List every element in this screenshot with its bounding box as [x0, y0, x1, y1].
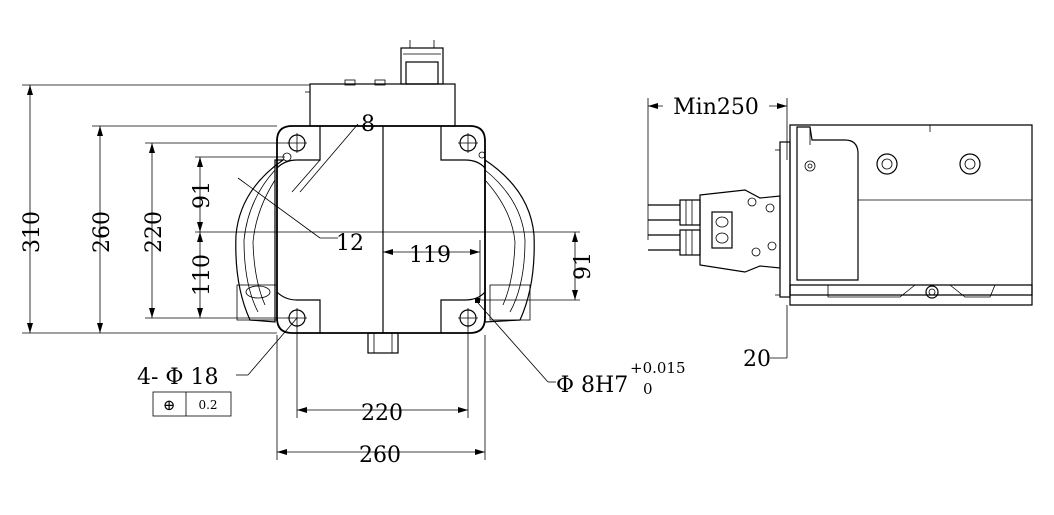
leaders: [236, 123, 556, 383]
front-dimension-labels: 310 260 220 91 110 8 12 119 91 220 260 4…: [20, 112, 686, 468]
dim-91-right-label: 91: [571, 252, 596, 280]
right-coil: [484, 158, 535, 323]
connector-housing: [699, 189, 781, 273]
bottom-dimensions: [276, 326, 486, 460]
pin-tolerance-lower: 0: [643, 380, 653, 398]
mounting-holes: [282, 133, 486, 328]
side-body: [775, 124, 1033, 306]
side-view: Min250: [647, 94, 1033, 372]
left-coil: [235, 159, 285, 323]
dim-91-left-label: 91: [190, 181, 215, 209]
dim-min250-label: Min250: [673, 95, 759, 120]
position-tolerance-frame: ⊕ 0.2: [152, 391, 232, 417]
dim-260-horizontal-label: 260: [359, 443, 401, 468]
front-view: 310 260 220 91 110 8 12 119 91 220 260 4…: [20, 40, 686, 468]
dim-119-label: 119: [409, 243, 451, 268]
hole-callout-label: 4- Φ 18: [137, 365, 218, 390]
main-body: [276, 125, 486, 354]
position-tolerance-symbol: ⊕: [163, 396, 176, 414]
pin-callout-label: Φ 8H7: [556, 373, 628, 398]
position-tolerance-value: 0.2: [198, 398, 217, 412]
dim-310-label: 310: [20, 211, 45, 253]
dim-20: 20: [743, 305, 788, 372]
cables: [648, 199, 701, 256]
dim-8-label: 8: [361, 112, 375, 137]
dim-260-vertical-label: 260: [90, 211, 115, 253]
top-connector: [305, 40, 456, 127]
dim-20-label: 20: [743, 347, 771, 372]
dim-110-label: 110: [190, 254, 215, 296]
dim-220-vertical-label: 220: [142, 211, 167, 253]
right-dimensions: [383, 231, 580, 301]
dim-12-label: 12: [336, 231, 364, 256]
left-vertical-dimensions: [22, 84, 383, 334]
dim-220-horizontal-label: 220: [361, 401, 403, 426]
pin-tolerance-upper: +0.015: [630, 359, 686, 377]
